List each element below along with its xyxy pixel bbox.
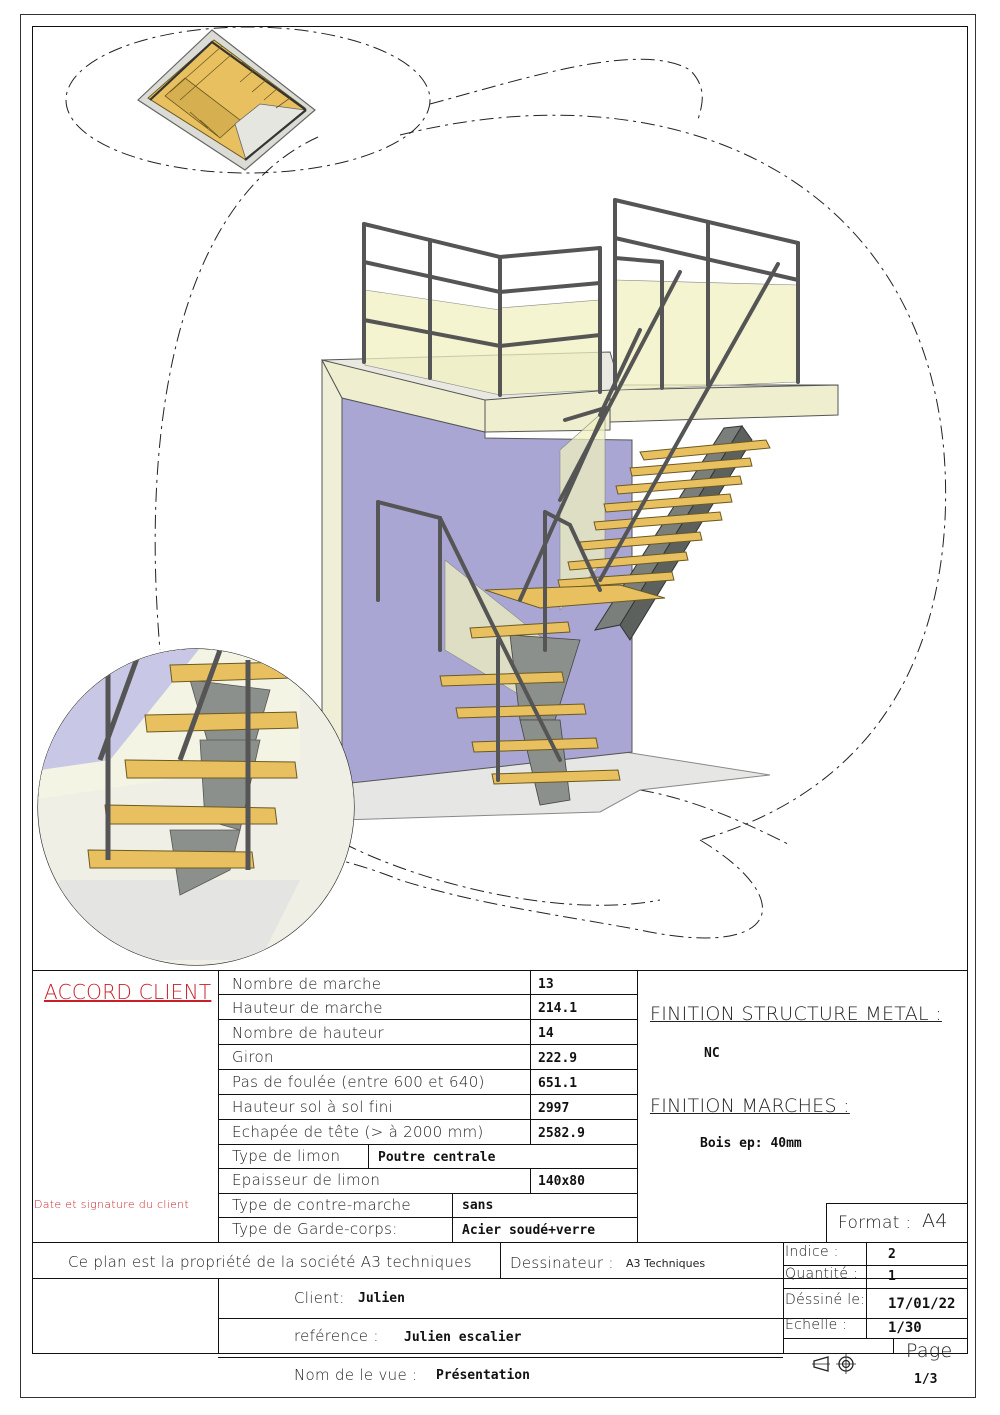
- designer-label: Dessinateur :: [510, 1254, 614, 1272]
- drawn-date-value: 17/01/22: [888, 1296, 956, 1312]
- spec-value: 214.1: [538, 1001, 578, 1016]
- indice-value: 2: [888, 1247, 896, 1262]
- client-value: Julien: [358, 1291, 405, 1306]
- garde-corps-value: Acier soudé+verre: [462, 1223, 596, 1238]
- steps-finish-title: FINITION MARCHES :: [650, 1095, 850, 1117]
- metal-finish-title: FINITION STRUCTURE METAL :: [650, 1003, 942, 1025]
- reference-label: reférence :: [294, 1327, 379, 1345]
- quantity-label: Quantité :: [785, 1266, 858, 1282]
- page-value: 1/3: [914, 1372, 938, 1387]
- plan-view-thumbnail: [137, 29, 316, 171]
- spec-value: 2997: [538, 1101, 570, 1116]
- steps-finish-value: Bois ep: 40mm: [700, 1136, 802, 1151]
- garde-corps-label: Type de Garde-corps:: [232, 1220, 398, 1238]
- limon-thickness-value: 140x80: [538, 1174, 585, 1189]
- format-label: Format :: [838, 1213, 912, 1233]
- metal-finish-value: NC: [704, 1046, 720, 1061]
- ownership-notice: Ce plan est la propriété de la société A…: [68, 1253, 472, 1271]
- limon-thickness-label: Epaisseur de limon: [232, 1171, 381, 1189]
- limon-type-value: Poutre centrale: [378, 1150, 496, 1165]
- client-label: Client:: [294, 1289, 345, 1307]
- stair-3d-drawing: [37, 27, 947, 966]
- spec-label: Hauteur de marche: [232, 999, 383, 1017]
- outer-frame: [20, 14, 976, 1398]
- spec-label: Echapée de tête (> à 2000 mm): [232, 1123, 484, 1141]
- accord-client-title: ACCORD CLIENT: [44, 980, 212, 1004]
- spec-value: 222.9: [538, 1051, 578, 1066]
- limon-type-label: Type de limon: [232, 1147, 341, 1165]
- reference-value: Julien escalier: [404, 1330, 522, 1345]
- spec-label: Giron: [232, 1048, 274, 1066]
- drawing-frame: [32, 26, 968, 1354]
- designer-value: A3 Techniques: [626, 1257, 706, 1270]
- spec-label: Nombre de hauteur: [232, 1024, 384, 1042]
- format-value: A4: [922, 1210, 948, 1232]
- format-box: [826, 1203, 967, 1242]
- spec-value: 13: [538, 977, 554, 992]
- view-name-label: Nom de le vue :: [294, 1366, 418, 1384]
- spec-value: 651.1: [538, 1076, 578, 1091]
- spec-value: 14: [538, 1026, 554, 1041]
- landing-railing: [362, 198, 800, 397]
- spec-label: Nombre de marche: [232, 975, 382, 993]
- spec-value: 2582.9: [538, 1126, 585, 1141]
- projection-symbol-icon: [812, 1354, 856, 1374]
- scale-value: 1/30: [888, 1320, 922, 1336]
- spec-label: Pas de foulée (entre 600 et 640): [232, 1073, 485, 1091]
- spec-label: Hauteur sol à sol fini: [232, 1098, 394, 1116]
- dashed-callout-lines: [65, 27, 947, 939]
- drawn-date-label: Déssiné le:: [785, 1292, 866, 1308]
- contre-marche-label: Type de contre-marche: [232, 1196, 411, 1214]
- quantity-value: 1: [888, 1269, 896, 1284]
- tread-detail-zoom: [37, 648, 355, 966]
- signature-label: Date et signature du client: [34, 1198, 190, 1211]
- view-name-value: Présentation: [436, 1368, 530, 1383]
- contre-marche-value: sans: [462, 1198, 494, 1213]
- page-label: Page: [906, 1340, 953, 1362]
- indice-label: Indice :: [785, 1244, 839, 1260]
- lower-railing: [376, 262, 780, 782]
- scale-label: Echelle :: [785, 1317, 848, 1333]
- mid-landing-tread: [484, 584, 666, 609]
